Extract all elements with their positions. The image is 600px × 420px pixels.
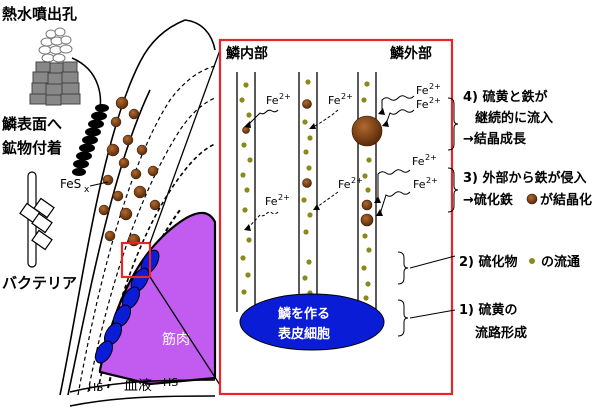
svg-text:2+: 2+: [426, 176, 438, 185]
svg-text:Fe: Fe: [412, 155, 425, 168]
annotation-3-line3: が結晶化: [540, 192, 592, 208]
svg-text:2+: 2+: [425, 153, 437, 162]
mineral-deposit: [72, 104, 109, 176]
svg-text:Fe: Fe: [338, 178, 351, 191]
crystal-legend-icon: [527, 194, 537, 204]
inner-label: 鱗内部: [225, 45, 268, 62]
svg-text:Fe: Fe: [416, 84, 429, 97]
muscle-label: 筋肉: [162, 331, 190, 348]
svg-text:2+: 2+: [279, 92, 291, 101]
annotation-2-line2: の流通: [541, 254, 580, 270]
hs-right-label: HS⁻: [163, 376, 184, 389]
annotation-4-line1: 4) 硫黄と鉄が: [463, 89, 548, 105]
scale-surface-label-2: 鉱物付着: [2, 139, 62, 157]
epidermis-label-1: 鱗を作る: [277, 306, 330, 322]
svg-text:Fe: Fe: [266, 94, 279, 107]
annotation-4-line3: →結晶成長: [463, 131, 527, 147]
svg-text:2+: 2+: [351, 176, 363, 185]
annotation-1-line2: 流路形成: [475, 325, 527, 341]
svg-text:Fe: Fe: [416, 98, 429, 111]
blood-label: 血液: [124, 378, 152, 394]
svg-text:2+: 2+: [429, 96, 441, 105]
annotation-3-line2: →硫化鉄: [463, 192, 513, 208]
annotation-2-line1: 2) 硫化物: [459, 254, 518, 270]
fes-subscript: x: [84, 185, 90, 195]
hydrothermal-vent: [30, 28, 80, 105]
brown-particles: [99, 97, 160, 246]
outer-label: 鱗外部: [389, 45, 432, 62]
svg-text:2+: 2+: [429, 82, 441, 91]
bacteria-icon: [20, 172, 54, 267]
annotation-3-line1: 3) 外部から鉄が侵入: [463, 170, 587, 186]
bacteria-label: バクテリア: [2, 274, 77, 292]
annotation-1-line1: 1) 硫黄の: [459, 302, 518, 318]
annotation-4-line2: 継続的に流入: [475, 110, 553, 126]
fes-label: FeS: [60, 177, 81, 191]
vent-label: 熱水噴出孔: [2, 5, 77, 23]
blood-line-lower: [70, 396, 215, 406]
svg-text:Fe: Fe: [265, 195, 278, 208]
epidermis-label-2: 表皮細胞: [277, 326, 330, 342]
svg-text:Fe: Fe: [413, 178, 426, 191]
muscle-region: [100, 213, 215, 384]
annotations: 4) 硫黄と鉄が 継続的に流入 →結晶成長 3) 外部から鉄が侵入 →硫化鉄 が…: [459, 89, 592, 341]
scale-surface-label-1: 鱗表面へ: [1, 115, 62, 133]
svg-text:2+: 2+: [341, 92, 353, 101]
svg-text:2+: 2+: [278, 193, 290, 202]
svg-text:Fe: Fe: [328, 94, 341, 107]
hs-left-label: HS⁻: [88, 381, 109, 394]
sulfide-legend-icon: [529, 258, 535, 264]
